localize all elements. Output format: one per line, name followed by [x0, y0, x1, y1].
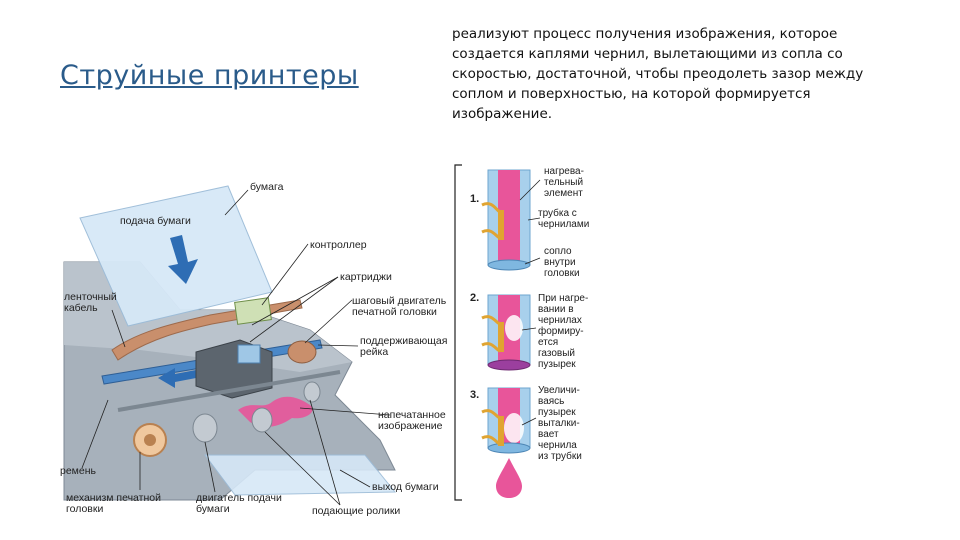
- label-line: элемент: [544, 188, 583, 199]
- label-paper-out: выход бумаги: [372, 481, 439, 493]
- ink-drop: [496, 458, 522, 498]
- label-line: двигатель подачи: [196, 492, 282, 504]
- step-2-tube: [481, 294, 531, 371]
- label-line: головки: [544, 268, 580, 279]
- drive-shaft: [117, 370, 341, 412]
- label-line: напечатанное: [378, 409, 446, 421]
- label-line: сопло: [544, 246, 572, 257]
- description-line: изображение.: [452, 106, 553, 122]
- steps-bracket: [454, 164, 462, 501]
- description-line: создается каплями чернил, вылетающими из…: [452, 46, 843, 62]
- label-printed-image: напечатанное изображение: [378, 410, 446, 432]
- label-line: пузырек: [538, 407, 576, 418]
- step-2-label: При нагре- вании в чернилах формиру- етс…: [538, 293, 588, 370]
- paper-output: [204, 454, 397, 496]
- slide-title: Струйные принтеры: [60, 60, 359, 91]
- label-line: внутри: [544, 257, 576, 268]
- label-support-rail: поддерживающая рейка: [360, 336, 447, 358]
- label-line: чернила: [538, 440, 577, 451]
- step-1-label-heater: нагрева- тельный элемент: [544, 166, 584, 199]
- stepper-motor: [287, 340, 317, 364]
- step-2-number: 2.: [470, 292, 480, 304]
- label-line: пузырек: [538, 359, 576, 370]
- step-leader-lines: [519, 179, 541, 426]
- feed-roller: [251, 407, 273, 433]
- label-line: печатной головки: [352, 306, 437, 318]
- label-line: из трубки: [538, 451, 582, 462]
- label-line: изображение: [378, 420, 443, 432]
- label-line: формиру-: [538, 326, 584, 337]
- step-1-label-tube: трубка с чернилами: [538, 208, 589, 230]
- label-line: выталки-: [538, 418, 580, 429]
- label-line: шаговый двигатель: [352, 295, 447, 307]
- description-line: соплом и поверхностью, на которой формир…: [452, 86, 811, 102]
- leader-lines: [81, 189, 391, 506]
- label-paper: бумага: [250, 181, 284, 193]
- label-line: ваясь: [538, 396, 565, 407]
- label-line: трубка с: [538, 208, 577, 219]
- label-line: При нагре-: [538, 293, 589, 304]
- step-3-tube: [481, 387, 531, 454]
- step-3-label: Увеличи- ваясь пузырек выталки- вает чер…: [538, 385, 582, 462]
- label-ribbon-cable: ленточный кабель: [64, 292, 117, 314]
- label-line: чернилами: [538, 219, 590, 230]
- label-stepper-motor: шаговый двигатель печатной головки: [352, 296, 446, 318]
- label-feed-motor: двигатель подачи бумаги: [196, 493, 282, 515]
- description-line: реализуют процесс получения изображения,…: [452, 26, 838, 42]
- description-line: скоростью, достаточной, чтобы преодолеть…: [452, 66, 864, 82]
- label-controller: контроллер: [310, 239, 367, 251]
- label-line: тельный: [544, 177, 584, 188]
- label-line: чернилах: [538, 315, 582, 326]
- rail-arrow-left: [158, 368, 196, 388]
- label-rollers: подающие ролики: [312, 505, 401, 517]
- label-line: ленточный: [64, 291, 117, 303]
- label-line: бумаги: [196, 503, 230, 515]
- label-cartridges: картриджи: [340, 271, 392, 283]
- slide-description: реализуют процесс получения изображения,…: [452, 24, 922, 124]
- label-line: рейка: [360, 346, 389, 358]
- label-line: механизм печатной: [66, 492, 161, 504]
- label-line: газовый: [538, 348, 575, 359]
- step-1-tube: [481, 169, 531, 271]
- label-line: вает: [538, 429, 559, 440]
- label-belt: ремень: [60, 465, 97, 477]
- label-head-mechanism: механизм печатной головки: [66, 493, 161, 515]
- label-line: головки: [66, 503, 104, 515]
- label-paper-feed: подача бумаги: [120, 215, 191, 227]
- cartridge-block: [237, 344, 261, 364]
- label-line: ется: [538, 337, 559, 348]
- label-line: поддерживающая: [360, 335, 448, 347]
- step-1-label-nozzle: сопло внутри головки: [544, 246, 580, 279]
- label-line: кабель: [64, 302, 98, 314]
- feed-roller: [303, 381, 321, 403]
- label-line: Увеличи-: [538, 385, 580, 396]
- label-line: нагрева-: [544, 166, 584, 177]
- label-line: вании в: [538, 304, 574, 315]
- feed-motor-gear-hub: [144, 434, 156, 446]
- step-1-number: 1.: [470, 193, 480, 205]
- step-3-number: 3.: [470, 389, 480, 401]
- paper-feed-arrow: [168, 235, 198, 284]
